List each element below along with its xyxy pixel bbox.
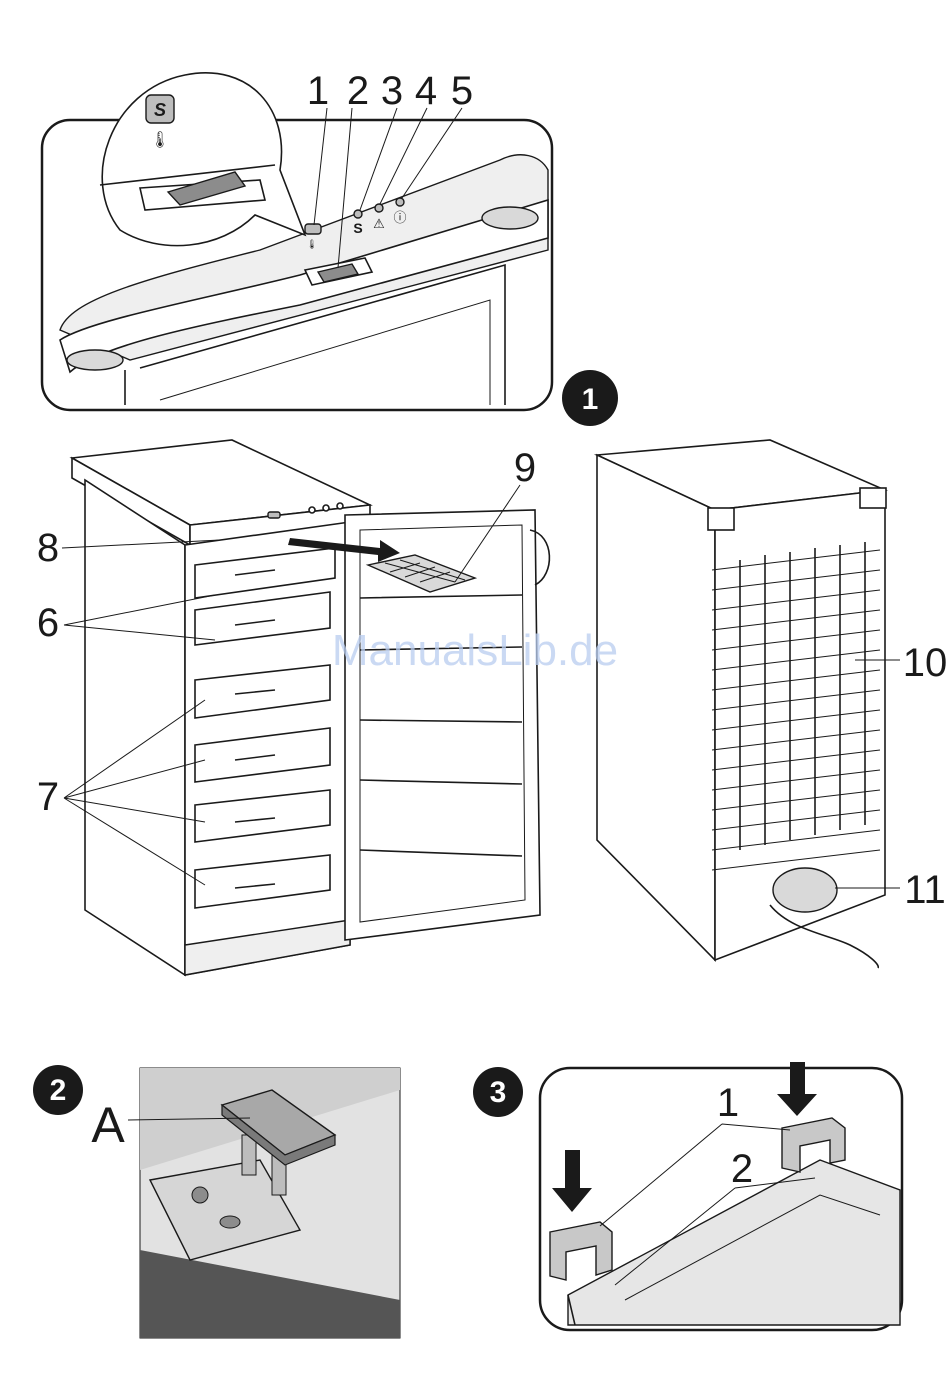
indicator-label-s: S (353, 220, 362, 236)
bracket-hole-1 (192, 1187, 208, 1203)
callout-9: 9 (514, 446, 536, 490)
right-hinge-cover (482, 207, 538, 229)
magnified-thermometer-icon: 🌡 (150, 131, 170, 149)
back-corner-left (708, 508, 734, 530)
callout-a: A (91, 1097, 125, 1153)
figure-3: 3 1 2 (473, 1062, 902, 1330)
bracket-hole-2 (220, 1216, 240, 1228)
indicator-light-alarm (375, 204, 383, 212)
control-panel-inset: 🌡 S ⚠ ⓘ S 🌡 1 2 3 4 5 (42, 69, 552, 410)
panel-light-2 (323, 505, 329, 511)
indicator-light-s (354, 210, 362, 218)
magnifier-bubble (102, 73, 305, 246)
left-hinge-cover (67, 350, 123, 370)
panel-switch (268, 512, 280, 518)
badge-1-number: 1 (582, 383, 599, 416)
panel-light-1 (309, 507, 315, 513)
indicator-light-power (396, 198, 404, 206)
magnified-s-label: S (154, 100, 166, 120)
indicator-label-power: ⓘ (393, 210, 406, 225)
callout-1: 1 (307, 69, 329, 113)
callout-3: 3 (381, 69, 403, 113)
freezer-front-view: 8 6 7 9 (37, 440, 550, 975)
callout-5: 5 (451, 69, 473, 113)
super-freeze-switch (305, 224, 321, 234)
callout-11: 11 (904, 868, 946, 912)
panel-light-3 (337, 503, 343, 509)
callout-4: 4 (415, 69, 437, 113)
freezer-back-view: 10 11 (597, 440, 947, 968)
callout-3-2: 2 (731, 1147, 753, 1191)
back-side (597, 455, 715, 960)
callout-3-1: 1 (717, 1081, 739, 1125)
callout-10: 10 (903, 641, 948, 685)
callout-7: 7 (37, 775, 59, 819)
badge-2-number: 2 (50, 1074, 67, 1107)
badge-3-number: 3 (490, 1076, 507, 1109)
watermark: ManualsLib.de (332, 626, 618, 675)
callout-6: 6 (37, 601, 59, 645)
freezer-side (85, 480, 185, 975)
callout-2: 2 (347, 69, 369, 113)
indicator-label-alarm: ⚠ (373, 216, 385, 231)
figure-1-badge: 1 (562, 370, 618, 426)
thermometer-glyph: 🌡 (306, 239, 317, 249)
back-corner-right (860, 488, 886, 508)
callout-8: 8 (37, 526, 59, 570)
figure-2: 2 A (33, 1065, 400, 1338)
compressor (773, 868, 837, 912)
